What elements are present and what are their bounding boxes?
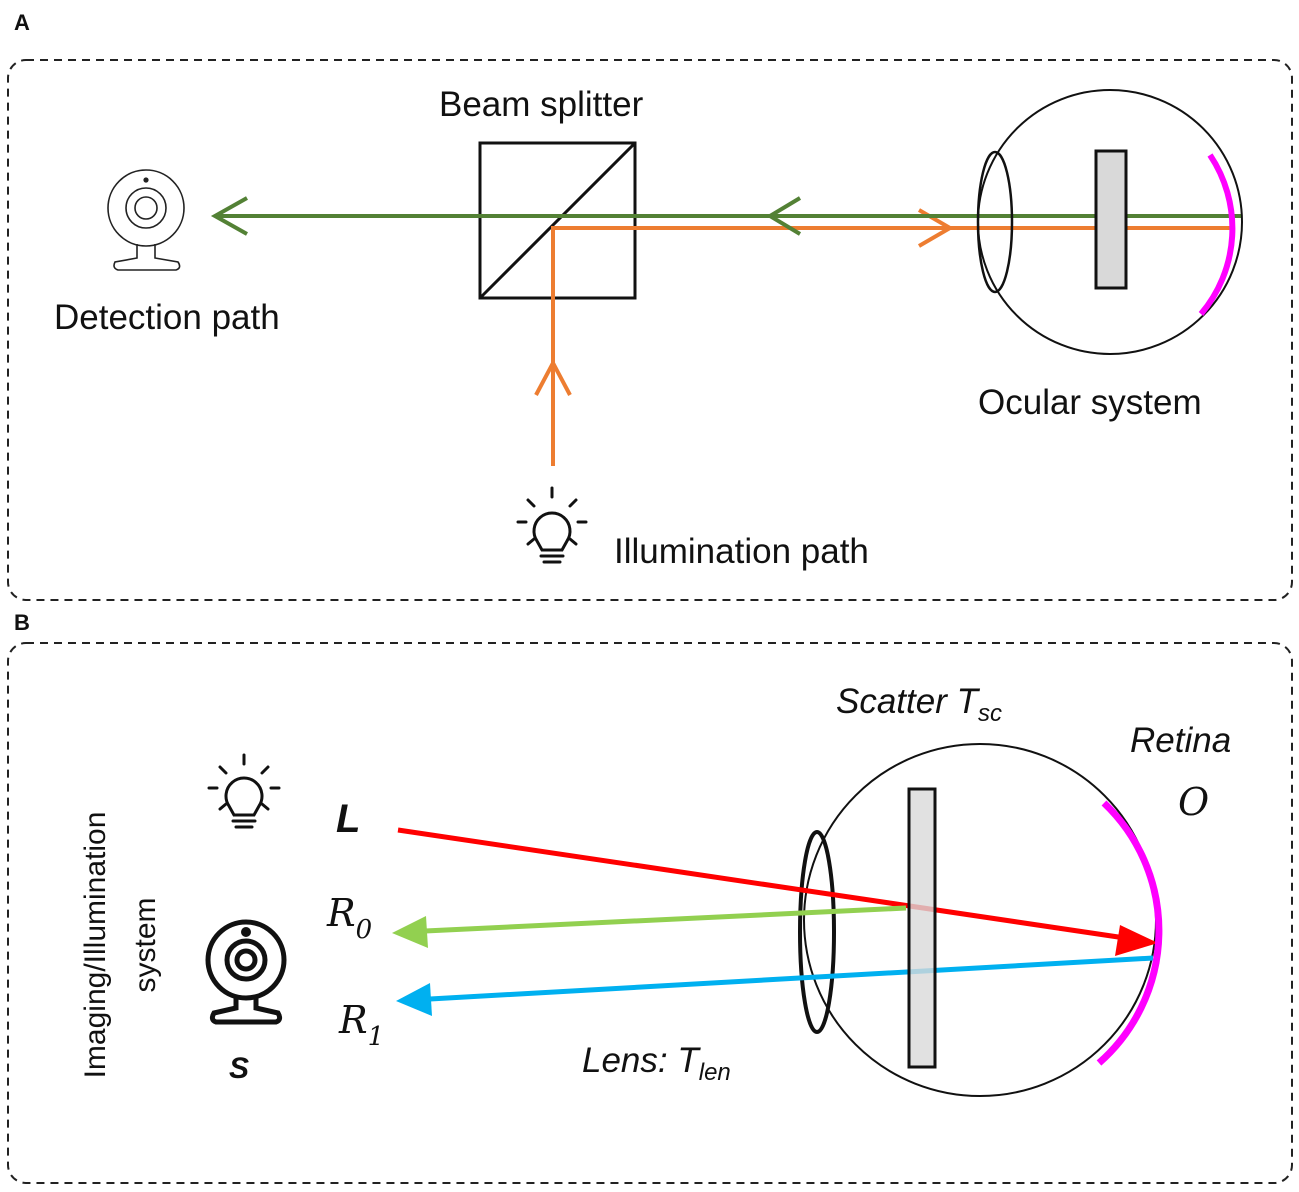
illumination-path-label: Illumination path [614,532,869,571]
system-label-line2: system [129,897,162,992]
scatter-layer [1094,149,1128,290]
sensor-label-s: S [229,1052,249,1085]
r1-label: R1 [338,998,384,1052]
beam-splitter-label: Beam splitter [439,85,644,124]
system-label: Imaging/Illumination system [79,812,162,1079]
reflected-ray-r1 [396,955,1154,1016]
source-label-l: L [336,797,360,841]
r0-label: R0 [326,891,372,945]
retina-symbol: O [1178,780,1209,824]
eye-diagram-b [798,743,1157,1097]
system-label-line1: Imaging/Illumination [79,812,112,1079]
ocular-system-label: Ocular system [978,383,1202,422]
light-bulb-icon-b [207,753,281,829]
scatter-layer-b [907,787,937,1069]
panel-a-letter: A [14,10,30,35]
light-bulb-icon [516,486,588,564]
detection-beam [210,196,1242,236]
retina-arc-b [1096,800,1163,1066]
reflected-ray-r0 [392,905,907,948]
retina-label: Retina [1130,721,1231,760]
panel-b-frame [7,642,1293,1184]
beam-splitter-diagonal [478,141,637,300]
detection-path-label: Detection path [54,298,280,337]
panel-a-frame [7,59,1293,601]
retina-arc [1198,153,1236,316]
webcam-icon-b [205,919,287,1025]
lens-label: Lens: Tlen [582,1041,731,1086]
scatter-label: Scatter Tsc [836,682,1002,727]
incident-ray-l [397,827,1158,956]
webcam-icon [107,169,185,271]
beam-splitter [478,141,637,300]
eye-diagram-a [976,89,1243,355]
panel-b-letter: B [14,610,30,635]
